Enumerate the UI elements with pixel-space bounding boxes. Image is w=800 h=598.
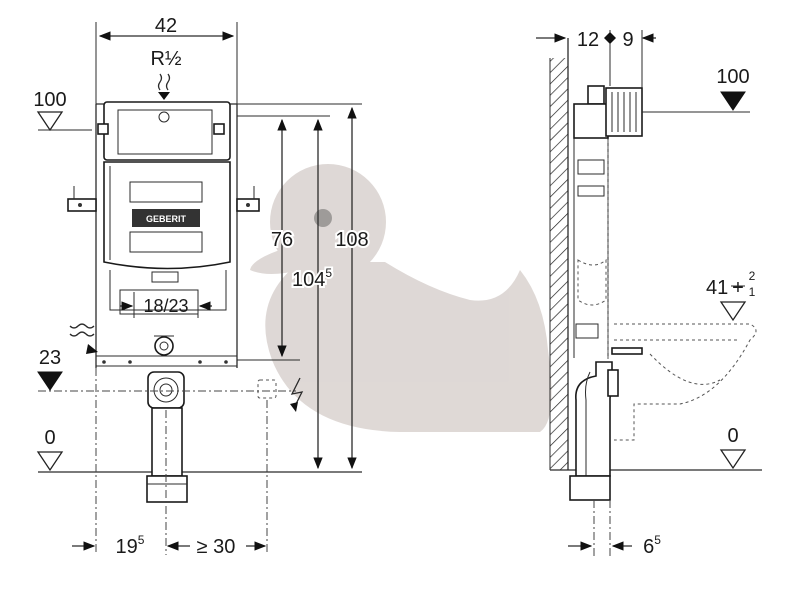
level-23-marker xyxy=(37,371,63,391)
dim-height-108: 108 xyxy=(335,229,368,251)
electrical-power-icon xyxy=(290,377,304,412)
brand-badge xyxy=(132,209,200,227)
svg-text:65: 65 xyxy=(643,533,661,558)
wall-hatch xyxy=(550,58,568,470)
level-23-label: 23 xyxy=(39,347,61,369)
level-100-label: 100 xyxy=(33,89,66,111)
level-100-marker xyxy=(36,111,64,132)
wall-bracket-right xyxy=(236,186,260,212)
wall-bracket-left xyxy=(67,186,97,212)
side-level-41-plus: + xyxy=(732,277,744,299)
dim-height-104-5: 104 xyxy=(292,269,325,291)
side-level-100-marker xyxy=(720,91,746,111)
electrical-box xyxy=(257,379,277,399)
side-view: 12 9 100 41 + 2 1 0 65 xyxy=(536,29,762,558)
level-0-label: 0 xyxy=(44,427,55,449)
dim-offset-19-5-sup: 5 xyxy=(138,533,145,547)
level-0-marker xyxy=(36,451,64,472)
brand-badge-label: GEBERIT xyxy=(146,214,187,224)
drain-pipe-side xyxy=(569,361,619,501)
water-supply-icon xyxy=(157,73,171,100)
side-level-0-label: 0 xyxy=(727,425,738,447)
dim-min-distance-30: ≥ 30 xyxy=(197,536,236,558)
svg-text:195: 195 xyxy=(116,533,145,558)
side-level-0-marker xyxy=(719,449,747,470)
cistern-side xyxy=(573,85,643,339)
side-level-41-tol-upper: 2 xyxy=(749,269,756,283)
wave-icon xyxy=(69,323,98,354)
dim-offset-6-5-sup: 5 xyxy=(654,533,661,547)
flush-plate-range-label: 18/23 xyxy=(143,296,188,316)
duck-watermark xyxy=(250,164,552,432)
drain-pipe-front xyxy=(146,371,188,503)
dim-depth-12: 12 xyxy=(577,29,599,51)
cistern-top xyxy=(103,101,231,161)
dim-width-42: 42 xyxy=(155,15,177,37)
dim-offset-6-5: 6 xyxy=(643,536,654,558)
front-view: GEBERIT 42 R½ xyxy=(33,15,370,558)
svg-text:1045: 1045 xyxy=(292,266,332,291)
side-level-41-label: 41 xyxy=(706,277,728,299)
side-level-41-tol-lower: 1 xyxy=(749,285,756,299)
side-level-41-marker xyxy=(719,301,747,322)
dim-offset-19-5: 19 xyxy=(116,536,138,558)
toilet-bowl xyxy=(614,323,757,441)
dim-height-104-5-sup: 5 xyxy=(325,266,332,280)
dim-depth-9: 9 xyxy=(622,29,633,51)
dim-height-76: 76 xyxy=(271,229,293,251)
thread-size-label: R½ xyxy=(150,48,181,70)
svg-text:41: 41 xyxy=(706,277,728,299)
side-level-100-label: 100 xyxy=(716,66,749,88)
